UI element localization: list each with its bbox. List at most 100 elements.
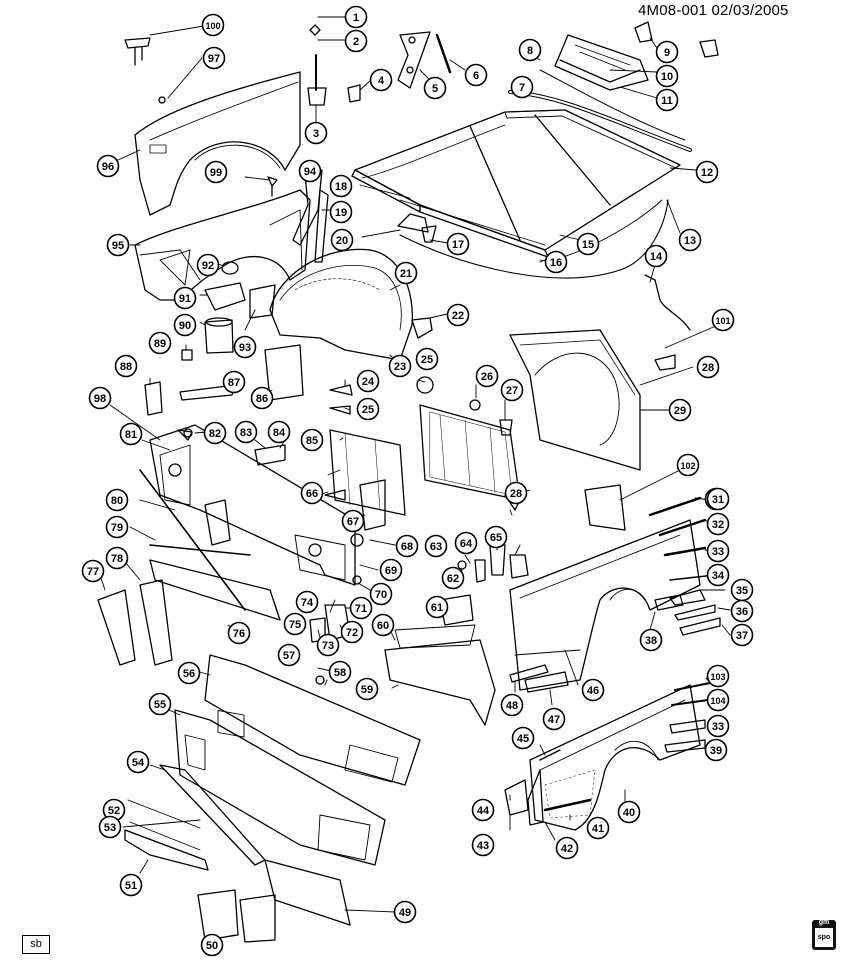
- radiator-support: [149, 424, 356, 586]
- callout-bubble: [446, 232, 470, 256]
- callout-bubble: [105, 546, 129, 570]
- callout-number: 67: [347, 516, 359, 528]
- callout-bubble: [415, 347, 439, 371]
- callout-bubble: [706, 487, 730, 511]
- callout-bubble: [201, 13, 225, 37]
- callout-number: 29: [674, 405, 686, 417]
- callout-bubble: [222, 370, 246, 394]
- callout-number: 82: [209, 428, 221, 440]
- callout-number: 24: [362, 376, 375, 388]
- ac-condenser: [329, 429, 406, 516]
- callout-bubble: [730, 599, 754, 623]
- hood-hinge: [397, 31, 452, 89]
- callout-bubble: [706, 512, 730, 536]
- callout-bubble: [295, 590, 319, 614]
- callout-number: 102: [680, 461, 695, 471]
- callout-number: 20: [336, 235, 348, 247]
- callout-bubble: [423, 76, 447, 100]
- callout-number: 11: [661, 95, 673, 107]
- callout-bubble: [148, 692, 172, 716]
- callout-bubble: [298, 159, 322, 183]
- callout-number: 73: [322, 640, 334, 652]
- callout-bubble: [356, 369, 380, 393]
- callout-bubble: [706, 539, 730, 563]
- callout-number: 75: [289, 619, 301, 631]
- callout-number: 56: [183, 668, 195, 680]
- callout-bubble: [369, 68, 393, 92]
- callout-bubble: [730, 623, 754, 647]
- left-fender-outer: [134, 71, 301, 216]
- callout-number: 79: [111, 522, 123, 534]
- callout-bubble: [695, 160, 719, 184]
- callout-bubble: [544, 250, 568, 274]
- callout-bubble: [369, 582, 393, 606]
- callout-number: 62: [447, 573, 459, 585]
- callout-bubble: [706, 563, 730, 587]
- callout-number: 31: [712, 494, 724, 506]
- callout-bubble: [106, 233, 130, 257]
- callout-bubble: [475, 364, 499, 388]
- callout-bubble: [542, 707, 566, 731]
- callout-number: 45: [517, 733, 529, 745]
- headlamp-bezel-upper: [204, 654, 421, 786]
- callout-bubble: [98, 815, 122, 839]
- callout-bubble: [371, 613, 395, 637]
- gm-spo-logo: gm spo: [812, 919, 836, 950]
- quarter-panel: [509, 519, 701, 691]
- callout-bubble: [504, 481, 528, 505]
- callout-bubble: [356, 397, 380, 421]
- callout-number: 72: [346, 627, 358, 639]
- callout-bubble: [500, 378, 524, 402]
- callout-bubble: [250, 386, 274, 410]
- callout-number: 90: [179, 320, 191, 332]
- callout-number: 10: [661, 71, 673, 83]
- callout-number: 60: [377, 620, 389, 632]
- callout-bubble: [227, 621, 251, 645]
- callout-number: 53: [104, 822, 116, 834]
- callout-bubble: [344, 29, 368, 53]
- callout-bubble: [393, 900, 417, 924]
- callout-bubble: [234, 420, 258, 444]
- callout-bubble: [425, 595, 449, 619]
- callout-bubble: [203, 421, 227, 445]
- callout-number: 19: [335, 207, 347, 219]
- callout-bubble: [655, 88, 679, 112]
- callout-bubble: [395, 534, 419, 558]
- callout-bubble: [349, 596, 373, 620]
- callout-bubble: [283, 612, 307, 636]
- callout-bubble: [644, 244, 668, 268]
- wheelhouse-liner: [269, 248, 414, 361]
- callout-number: 40: [623, 807, 635, 819]
- callout-number: 44: [477, 805, 490, 817]
- callout-number: 89: [154, 338, 166, 350]
- callout-number: 66: [306, 488, 318, 500]
- callout-number: 58: [334, 667, 346, 679]
- callout-number: 77: [87, 566, 99, 578]
- callout-bubble: [518, 38, 542, 62]
- callout-bubble: [300, 428, 324, 452]
- callout-number: 2: [353, 36, 359, 48]
- callout-number: 46: [587, 685, 599, 697]
- callout-bubble: [446, 303, 470, 327]
- callout-number: 65: [490, 532, 502, 544]
- callout-number: 81: [125, 429, 137, 441]
- callout-bubble: [668, 398, 692, 422]
- callout-bubble: [555, 836, 579, 860]
- callout-bubble: [88, 386, 112, 410]
- callout-number: 70: [375, 589, 387, 601]
- callout-number: 3: [313, 128, 319, 140]
- callout-bubble: [379, 558, 403, 582]
- callout-number: 97: [208, 53, 220, 65]
- callout-bubble: [329, 200, 353, 224]
- callout-number: 8: [527, 45, 533, 57]
- callout-number: 87: [228, 377, 240, 389]
- callout-bubble: [617, 800, 641, 824]
- callout-number: 100: [205, 21, 220, 31]
- callout-number: 63: [430, 541, 442, 553]
- diagram-code-date: 4M08-001 02/03/2005: [638, 2, 789, 19]
- grille-panel: [174, 709, 386, 866]
- callout-number: 4: [378, 75, 385, 87]
- callout-number: 83: [240, 427, 252, 439]
- callout-number: 98: [94, 393, 106, 405]
- callout-bubble: [581, 678, 605, 702]
